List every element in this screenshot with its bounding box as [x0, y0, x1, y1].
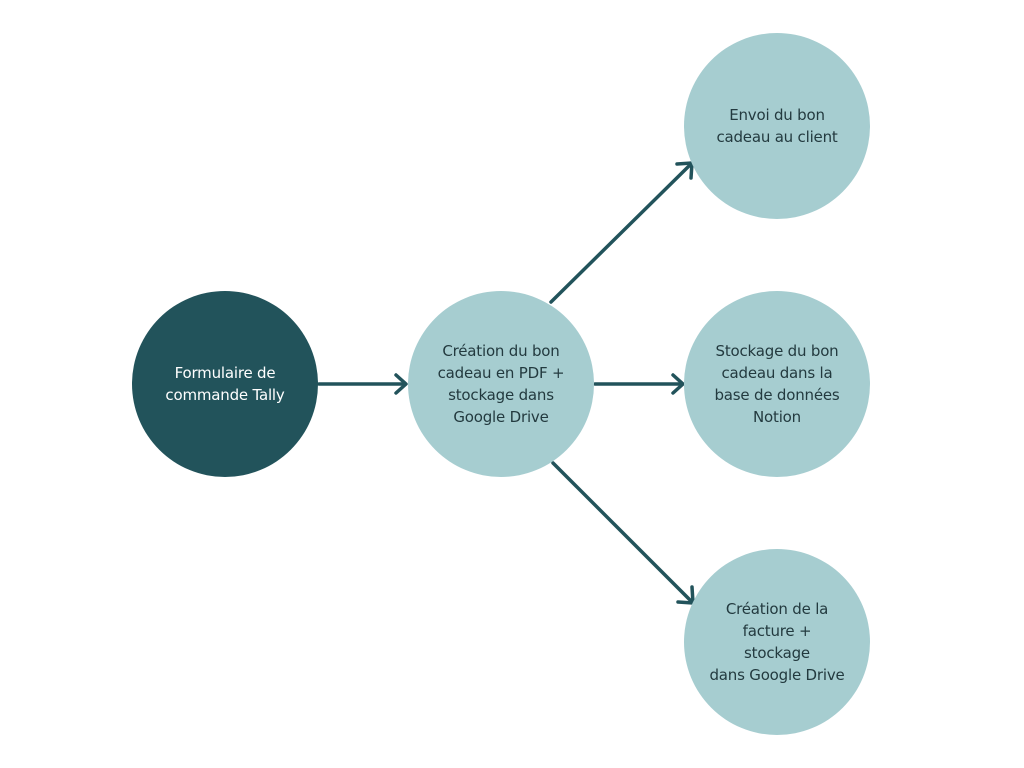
arrow-pdf-to-send [549, 161, 694, 304]
node-label: Création du bon cadeau en PDF + stockage… [437, 342, 565, 426]
node-label: Création de la facture + stockage dans G… [709, 600, 845, 684]
node-store-in-notion: Stockage du bon cadeau dans la base de d… [684, 291, 870, 477]
node-create-pdf-gift-card: Création du bon cadeau en PDF + stockage… [408, 291, 594, 477]
arrow-pdf-to-notion [593, 373, 685, 395]
node-label: Stockage du bon cadeau dans la base de d… [714, 342, 840, 426]
arrow-form-to-pdf [317, 373, 408, 395]
node-create-invoice: Création de la facture + stockage dans G… [684, 549, 870, 735]
arrow-pdf-to-invoice [551, 461, 695, 605]
node-send-gift-card: Envoi du bon cadeau au client [684, 33, 870, 219]
node-label: Envoi du bon cadeau au client [716, 106, 838, 146]
node-label: Formulaire de commande Tally [165, 364, 285, 404]
node-tally-order-form: Formulaire de commande Tally [132, 291, 318, 477]
